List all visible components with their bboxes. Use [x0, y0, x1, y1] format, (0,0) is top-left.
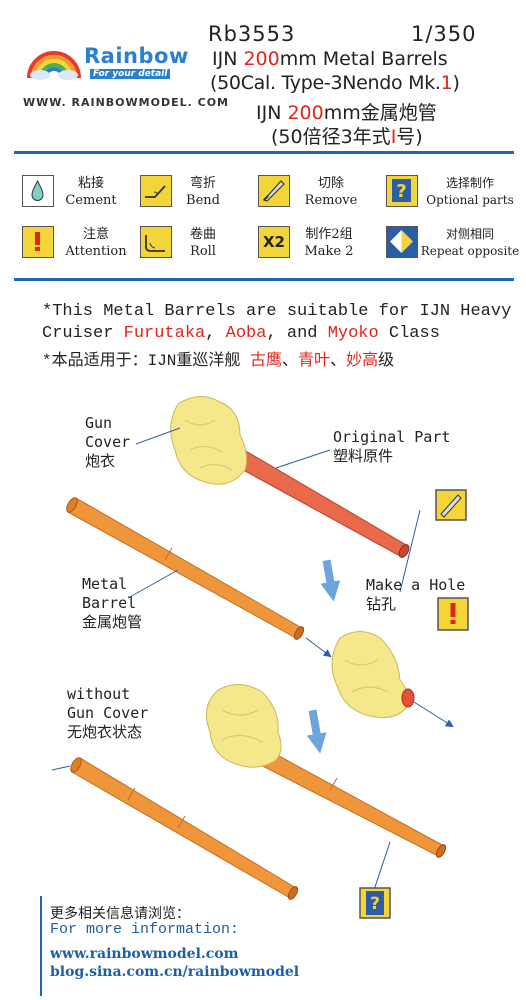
- footer-website-link[interactable]: www.rainbowmodel.com: [50, 946, 239, 962]
- metal-barrel-3: [71, 757, 297, 899]
- note-line2: Cruiser Furutaka, Aoba, and Myoko Class: [42, 324, 440, 343]
- remove-knife-icon: [258, 175, 290, 207]
- footer-accent-line: [40, 896, 42, 996]
- scale: 1/350: [411, 22, 477, 46]
- gun-cover-bottom: [205, 684, 282, 768]
- footer-blog-link[interactable]: blog.sina.com.cn/rainbowmodel: [50, 964, 300, 980]
- cement-drop-icon: [22, 175, 54, 207]
- rainbow-logo-icon: [27, 51, 81, 80]
- title-en-line2: (50Cal. Type-3Nendo Mk.1): [210, 72, 460, 94]
- attention-exclamation-icon: [22, 226, 54, 258]
- note-line1: *This Metal Barrels are suitable for IJN…: [42, 302, 512, 321]
- svg-text:?: ?: [370, 894, 380, 914]
- final-assembly-drawing: [205, 684, 447, 858]
- without-cover-label: without Gun Cover 无炮衣状态: [67, 685, 149, 741]
- repeat-opposite-icon: [386, 226, 418, 258]
- rainbow-logo: [26, 46, 82, 80]
- footer-info-en: For more information:: [50, 921, 240, 938]
- brand-tagline: For your detail: [90, 69, 171, 79]
- footer-info-cn: 更多相关信息请浏览：: [50, 907, 190, 923]
- product-code: Rb3553: [208, 22, 296, 46]
- svg-text:?: ?: [396, 181, 406, 202]
- title-cn-line2: (50倍径3年式I号): [271, 126, 423, 148]
- roll-icon: [140, 226, 172, 258]
- title-en-line1: IJN 200mm Metal Barrels: [212, 48, 448, 70]
- optional-question-icon: ?: [386, 175, 418, 207]
- header-divider: [14, 151, 514, 154]
- gun-cover-middle: [331, 631, 410, 719]
- gun-cover-top: [170, 396, 248, 485]
- attention-exclamation-icon-small: [437, 597, 469, 631]
- down-arrow-2: [306, 709, 327, 754]
- metal-barrel-label: Metal Barrel 金属炮管: [82, 575, 143, 631]
- note-line3: *本品适用于：IJN重巡洋舰 古鹰、青叶、妙高级: [42, 352, 395, 370]
- optional-question-icon-small: ?: [359, 887, 391, 919]
- make-two-icon: X2: [258, 226, 290, 258]
- metal-barrel-drawing: [66, 497, 305, 640]
- make-hole-label: Make a Hole 钻孔: [366, 576, 466, 613]
- brand-name: Rainbow: [84, 44, 189, 68]
- assembly-diagram: ?: [51, 396, 469, 919]
- original-part-drawing: [170, 396, 410, 558]
- original-part-label: Original Part 塑料原件: [333, 428, 451, 465]
- website-header[interactable]: WWW. RAINBOWMODEL. COM: [23, 96, 229, 109]
- title-cn-line1: IJN 200mm金属炮管: [256, 102, 437, 124]
- legend-divider: [14, 278, 514, 281]
- down-arrow-1: [320, 559, 341, 602]
- remove-knife-icon-small: [435, 489, 467, 521]
- gun-cover-label: Gun Cover 炮衣: [85, 414, 131, 470]
- bend-icon: [140, 175, 172, 207]
- barrel-without-cover-drawing: [70, 757, 299, 900]
- make-hole-drawing: [305, 631, 454, 728]
